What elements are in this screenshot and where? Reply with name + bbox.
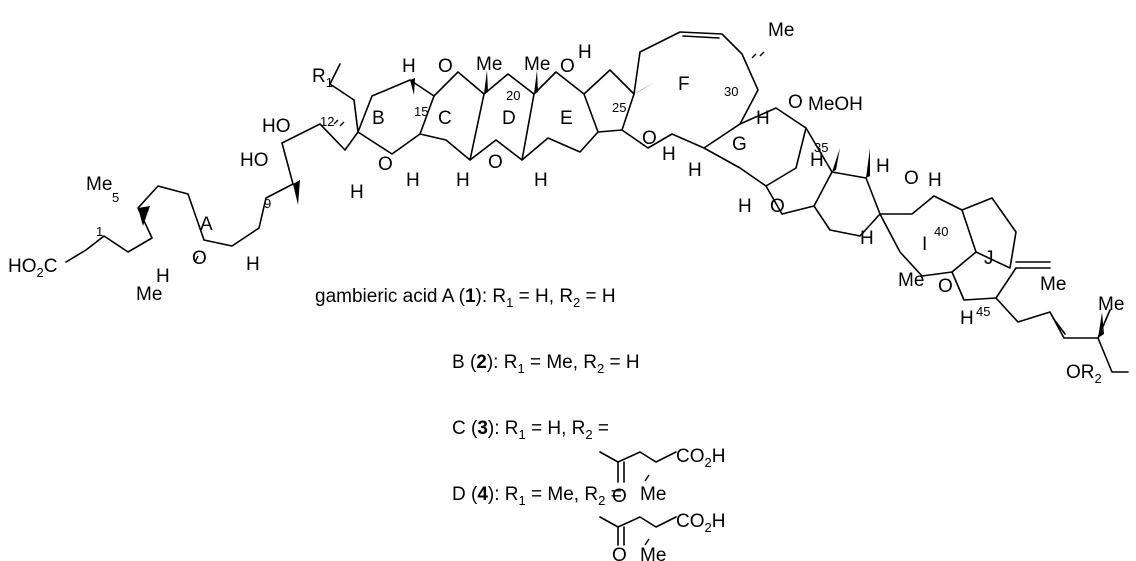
position-number-30: 30 <box>724 84 738 99</box>
position-number-25: 25 <box>612 100 626 115</box>
compound-caption-b: B (2): R1 = Me, R2 = H <box>452 352 640 376</box>
h-label-c38: H <box>738 196 752 217</box>
h-label-c26: H <box>578 42 592 63</box>
h-label-c28: H <box>662 144 676 165</box>
o-label-ring-a: O <box>192 248 207 269</box>
me-label-c23: Me <box>524 54 550 75</box>
ho-label-c12: HO <box>262 116 291 137</box>
h-label-c34: H <box>810 150 824 171</box>
o-label-ring-d: O <box>488 152 503 173</box>
h-label-c8: H <box>246 254 260 275</box>
ring-letter-g: G <box>732 134 747 155</box>
me-label-c3: Me <box>136 284 162 305</box>
position-number-20: 20 <box>506 88 520 103</box>
ho-label-c9: HO <box>240 150 269 171</box>
h-label-c36: H <box>876 156 890 177</box>
o-label-ring-f: O <box>642 128 657 149</box>
me-label-c5: Me <box>86 174 112 195</box>
position-number-9: 9 <box>264 196 271 211</box>
h-label-c21: H <box>456 170 470 191</box>
h-label-c41: H <box>860 228 874 249</box>
o-label-ring-h: O <box>770 196 785 217</box>
ring-letter-e: E <box>560 108 573 129</box>
or2-label: OR2 <box>1066 362 1102 386</box>
position-number-5: 5 <box>112 190 119 205</box>
o-label-ring-c-top: O <box>438 56 453 77</box>
compound-caption-c: C (3): R1 = H, R2 = <box>452 418 609 442</box>
h-label-c4: H <box>156 266 170 287</box>
position-number-15: 15 <box>414 104 428 119</box>
h-label-c44: H <box>960 308 974 329</box>
h-label-c29: H <box>688 160 702 181</box>
skeleton-bonds <box>65 31 1129 546</box>
stereo-bonds <box>138 51 1104 546</box>
me-label-c47: Me <box>1040 274 1066 295</box>
o-label-ring-i: O <box>904 168 919 189</box>
hash-bonds <box>194 51 765 546</box>
compound-caption-d: D (4): R1 = Me, R2 = <box>452 484 622 508</box>
atom-labels: HO2C Me H Me O H HO HO R1 H H O O H Me H… <box>8 20 1124 386</box>
h-label-c16: H <box>402 56 416 77</box>
meoh-label: MeOH <box>808 94 863 115</box>
ring-letter-j: J <box>984 248 994 269</box>
ring-letter-c: C <box>438 108 452 129</box>
ring-letter-f: F <box>678 74 690 95</box>
me-label-c31: Me <box>768 20 794 41</box>
side-chain-o-d: O <box>612 545 627 561</box>
position-number-35: 35 <box>814 140 828 155</box>
ring-letter-a: A <box>200 214 213 235</box>
me-label-c40: Me <box>898 270 924 291</box>
ring-letter-i: I <box>922 234 927 255</box>
compound-caption-a: gambieric acid A (1): R1 = H, R2 = H <box>315 286 616 310</box>
o-label-ring-e-top: O <box>560 56 575 77</box>
compound-list: gambieric acid A (1): R1 = H, R2 = H B (… <box>315 286 725 561</box>
ring-letter-b: B <box>372 108 385 129</box>
side-chain-co2h-c: CO2H <box>676 446 725 470</box>
position-number-45: 45 <box>976 304 990 319</box>
ring-letters: A B C D E F G I J <box>200 74 994 269</box>
position-number-40: 40 <box>934 224 948 239</box>
r1-label: R1 <box>312 66 333 90</box>
me-label-c19: Me <box>476 54 502 75</box>
me-label-c50: Me <box>1098 294 1124 315</box>
side-chain-co2h-d: CO2H <box>676 511 725 535</box>
o-label-ring-b: O <box>378 154 393 175</box>
side-chain-me-c: Me <box>640 484 666 505</box>
h-label-c32: H <box>756 108 770 129</box>
ring-letter-d: D <box>502 108 516 129</box>
carboxylic-acid-label: HO2C <box>8 256 57 280</box>
h-label-c24: H <box>534 170 548 191</box>
side-chain-me-d: Me <box>640 545 666 561</box>
position-number-1: 1 <box>96 224 103 239</box>
o-label-ring-j: O <box>938 276 953 297</box>
side-chain-o-c: O <box>612 486 627 507</box>
h-label-c13: H <box>350 182 364 203</box>
position-numbers: 1 5 9 12 15 20 25 30 35 40 45 <box>96 84 990 319</box>
h-label-c17: H <box>406 170 420 191</box>
o-label-ring-g: O <box>788 92 803 113</box>
h-label-c39: H <box>928 170 942 191</box>
position-number-12: 12 <box>320 114 334 129</box>
